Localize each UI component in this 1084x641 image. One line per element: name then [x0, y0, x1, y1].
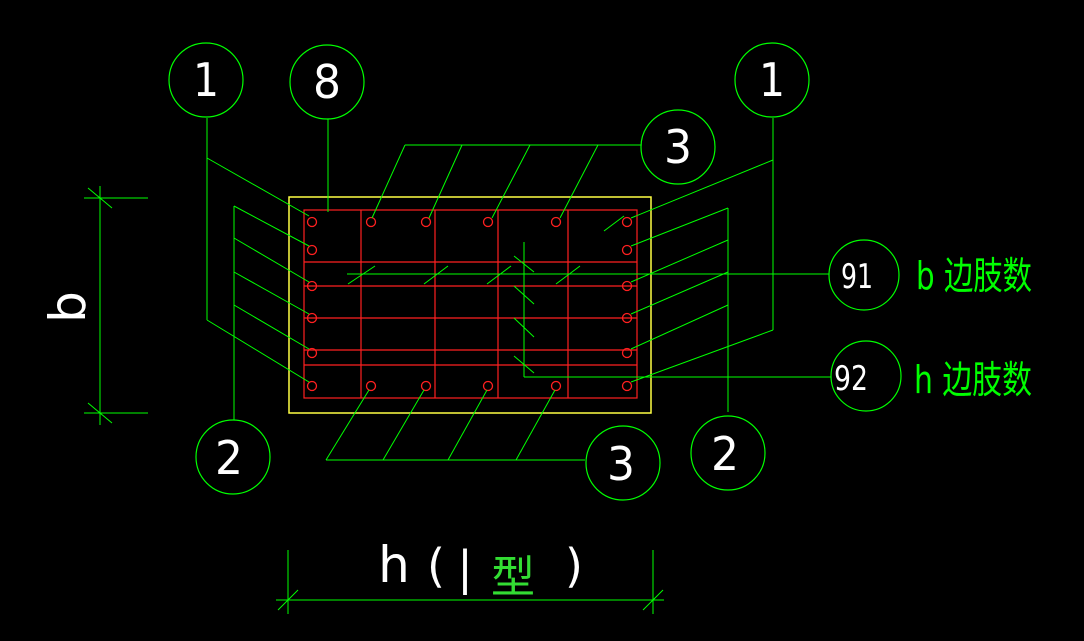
leader [382, 389, 425, 461]
leader-tick [513, 255, 535, 273]
callout-circle-92 [830, 340, 902, 412]
rebar [306, 216, 318, 228]
leader [515, 389, 556, 461]
h-legs-annotation: h 边肢数 [914, 358, 1032, 402]
leader [206, 319, 310, 383]
callout-label: 2 [215, 431, 243, 485]
rebar [306, 244, 318, 256]
callout-circle-3-bottom [585, 425, 661, 501]
dim-tick [277, 589, 299, 611]
rebar [365, 216, 377, 228]
leader [206, 157, 310, 217]
rebar [550, 216, 562, 228]
leader-tick [513, 285, 535, 305]
rebar [621, 244, 633, 256]
leader [559, 144, 599, 219]
rebar [306, 347, 318, 359]
leader [630, 207, 729, 247]
leader [233, 271, 310, 315]
rebar [306, 312, 318, 324]
annotations: b 边肢数 h 边肢数 [914, 254, 1032, 402]
callout-label: 2 [711, 427, 739, 481]
paren-close: ) [565, 539, 583, 593]
rebar [306, 380, 318, 392]
leader [371, 144, 406, 219]
leader-tick [423, 265, 449, 285]
leader-tick [513, 317, 535, 338]
callout-circle-91 [828, 239, 900, 311]
dimension-labels: b h ( | ) [39, 291, 583, 596]
dim-tick [87, 187, 113, 209]
paren-open: ( [427, 539, 445, 593]
callout-circles [168, 42, 902, 501]
callout-circle-2-right [690, 415, 766, 491]
rebar [621, 380, 633, 392]
leader [428, 144, 463, 219]
leader [630, 304, 729, 350]
rebar [482, 216, 494, 228]
rebar [621, 312, 633, 324]
callout-label: 1 [193, 53, 219, 107]
i-bar: | [457, 541, 473, 596]
leader [233, 304, 310, 350]
callout-circle-1-right [734, 42, 810, 118]
callout-label: 1 [759, 53, 785, 107]
rebar [621, 216, 633, 228]
dim-tick [642, 589, 664, 611]
leader [233, 205, 310, 247]
callout-label: 3 [664, 120, 692, 174]
b-dimension-label: b [39, 291, 97, 323]
rebar [621, 280, 633, 292]
rebar [420, 380, 432, 392]
h-dimension-label: h [378, 536, 410, 594]
rebar [365, 380, 377, 392]
leader [630, 329, 774, 383]
callout-numbers: 1 8 1 3 91 92 2 3 2 [193, 53, 873, 491]
rebar-group [306, 216, 633, 392]
callout-label: 3 [607, 437, 635, 491]
leader-tick [486, 265, 512, 285]
leader [233, 237, 310, 283]
dim-tick [87, 402, 113, 424]
leader-tick [603, 215, 625, 232]
leader-lines [206, 118, 831, 461]
leader [630, 159, 774, 219]
type-label: 型 [491, 552, 535, 603]
rebar [621, 347, 633, 359]
callout-circle-3-top [640, 109, 716, 185]
leader-tick [555, 265, 581, 285]
rebar [306, 280, 318, 292]
leader [630, 271, 729, 315]
leader [630, 239, 729, 283]
callout-label: 8 [313, 55, 341, 109]
rebar [420, 216, 432, 228]
stirrup-grid [303, 209, 638, 399]
outer-stirrup [303, 209, 638, 399]
leader [491, 144, 531, 219]
callout-circle-1-left [168, 42, 244, 118]
leader [325, 389, 370, 461]
callout-label: 92 [834, 359, 868, 399]
leader-tick [347, 265, 376, 285]
callout-label: 91 [841, 257, 873, 297]
leader-tick [513, 355, 535, 374]
callout-circle-8 [289, 44, 365, 120]
dimension-lines [84, 186, 664, 614]
rebar [550, 380, 562, 392]
callout-circle-2-left [195, 419, 271, 495]
b-legs-annotation: b 边肢数 [916, 254, 1032, 298]
rebar [482, 380, 494, 392]
leader [447, 389, 488, 461]
